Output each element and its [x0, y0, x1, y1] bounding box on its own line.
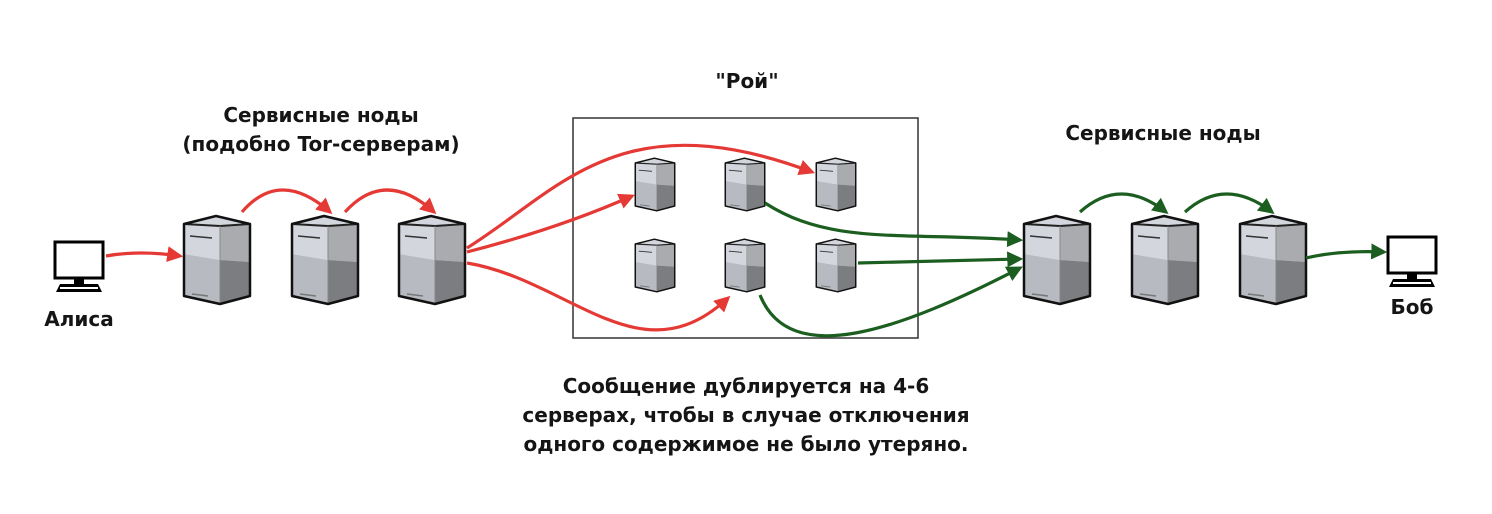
service-node-server-icon — [182, 214, 252, 306]
service-node-server-icon — [1022, 214, 1092, 306]
caption-line-2: серверах, чтобы в случае отключения — [522, 403, 969, 427]
bob-label: Боб — [1391, 295, 1434, 319]
service-node-server-icon — [1238, 214, 1308, 306]
bob-computer-icon — [1386, 235, 1438, 289]
swarm-server-icon — [634, 238, 676, 293]
swarm-server-icon — [724, 238, 766, 293]
arrow-node-to-bob — [1305, 243, 1388, 260]
swarm-box — [572, 117, 919, 339]
arrow-swarm-to-node-3 — [758, 266, 1023, 338]
arrow-node-5-to-6 — [1183, 192, 1275, 214]
arrow-node-1-to-2 — [240, 188, 333, 215]
swarm-title: "Рой" — [715, 69, 778, 93]
arrow-node-4-to-5 — [1078, 192, 1169, 214]
swarm-server-icon — [815, 157, 857, 212]
service-node-server-icon — [290, 214, 360, 306]
caption-line-1: Сообщение дублируется на 4-6 — [563, 374, 930, 398]
arrow-to-swarm-top-left — [466, 193, 635, 254]
left-nodes-label: Сервисные ноды — [223, 103, 418, 127]
arrow-to-swarm-top-right — [466, 143, 815, 250]
arrow-to-swarm-bottom-middle — [466, 261, 731, 332]
arrow-node-2-to-3 — [343, 188, 437, 215]
arrow-swarm-to-node-1 — [764, 201, 1024, 248]
swarm-server-icon — [815, 238, 857, 293]
swarm-server-icon — [724, 157, 766, 212]
right-nodes-label: Сервисные ноды — [1065, 121, 1260, 145]
arrow-alice-to-node — [105, 246, 184, 263]
alice-computer-icon — [53, 240, 105, 294]
arrow-swarm-to-node-2 — [857, 251, 1024, 268]
caption-line-3: одного содержимое не было утеряно. — [523, 432, 968, 456]
swarm-server-icon — [634, 157, 676, 212]
service-node-server-icon — [1130, 214, 1200, 306]
alice-label: Алиса — [44, 307, 114, 331]
left-nodes-sublabel: (подобно Tor-серверам) — [182, 132, 459, 156]
service-node-server-icon — [397, 214, 467, 306]
